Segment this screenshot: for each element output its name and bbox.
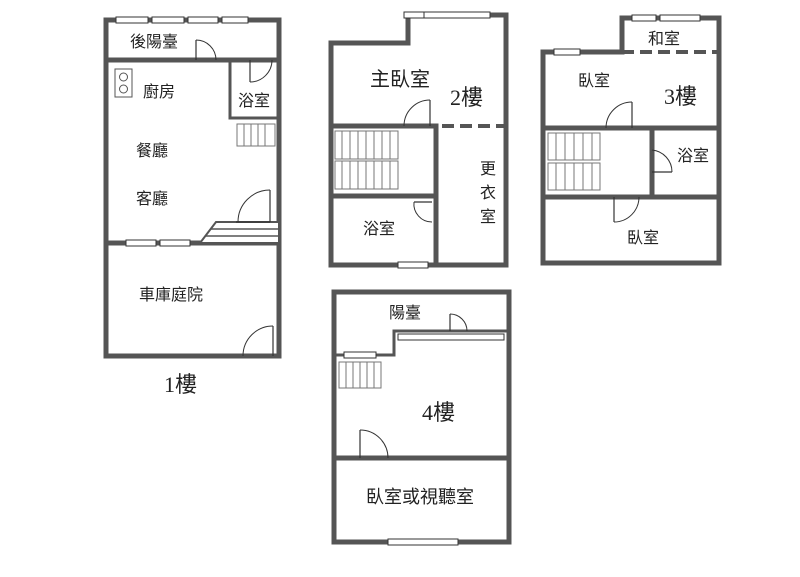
floor-1-bath-door [249, 59, 273, 83]
room-label-closet-1: 更 [480, 161, 496, 178]
floor-1-garage-windows [125, 239, 191, 247]
floor-1-stair-landing [197, 221, 280, 244]
room-label-balcony: 陽臺 [389, 304, 421, 322]
floor-1-label: 1樓 [164, 372, 197, 397]
floor-2-stairs [334, 130, 399, 190]
room-label-bedroom-upper: 臥室 [578, 72, 610, 90]
floor-3-plan: 和室 臥室 浴室 臥室 3樓 [540, 14, 722, 266]
room-label-bedroom-lower: 臥室 [627, 229, 659, 247]
floor-3-windows [553, 14, 701, 56]
floor-3-bath-door [651, 149, 673, 173]
floor-4-label: 4樓 [422, 400, 455, 425]
stove-icon [114, 68, 133, 98]
room-label-dining: 餐廳 [136, 141, 168, 160]
floor-1-living-door [236, 189, 271, 223]
room-label-tatami: 和室 [648, 30, 680, 48]
floor-2-bath-door [413, 201, 433, 223]
room-label-bathroom: 浴室 [363, 220, 395, 238]
room-label-master-bedroom: 主臥室 [370, 68, 430, 91]
floor-4-balcony-door [449, 313, 468, 332]
floor-2-label: 2樓 [450, 85, 483, 110]
room-label-rear-balcony: 後陽臺 [130, 33, 178, 51]
room-label-closet-3: 室 [480, 208, 496, 226]
floor-4-windows [343, 333, 505, 546]
floor-4-room-door [359, 429, 389, 459]
floor-3-lower-door [613, 196, 640, 223]
room-label-bedroom-or-av-room: 臥室或視聽室 [366, 487, 474, 507]
floor-1-plan: 後陽臺 廚房 浴室 餐廳 客廳 車庫庭院 1樓 [103, 16, 282, 397]
floor-3-stairs [547, 132, 601, 191]
floor-4-stairs [338, 361, 382, 389]
floor-1-top-windows [115, 16, 249, 24]
floor-2-windows [397, 11, 491, 269]
floor-1-garage-door [242, 325, 274, 357]
floor-3-bedroom-door [605, 101, 633, 129]
floor-2-plan: 主臥室 浴室 更 衣 室 2樓 [328, 11, 509, 269]
floor-2-master-door [403, 99, 431, 127]
floor-4-plan: 陽臺 臥室或視聽室 4樓 [331, 289, 512, 546]
room-label-living: 客廳 [136, 189, 168, 208]
floor-1-balcony-door [195, 39, 217, 61]
room-label-bathroom: 浴室 [677, 147, 709, 165]
floor-1-bath-wall [228, 60, 279, 120]
floor-2-top-wall [328, 12, 509, 46]
room-label-kitchen: 廚房 [143, 82, 175, 101]
room-label-bathroom: 浴室 [238, 92, 270, 110]
room-label-garage-courtyard: 車庫庭院 [139, 286, 203, 304]
floor-3-label: 3樓 [664, 84, 697, 109]
floor-1-stairs [236, 123, 276, 147]
room-label-closet-2: 衣 [480, 184, 496, 202]
